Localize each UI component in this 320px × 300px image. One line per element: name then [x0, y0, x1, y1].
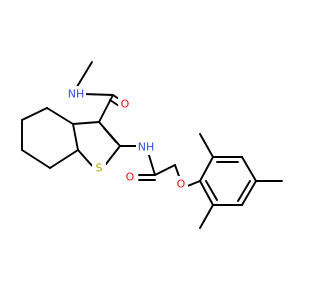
carbonyl-o-low-atom: O	[123, 169, 137, 185]
bond-ar-4-5	[241, 180, 257, 206]
carbonyl-o-low-label: O	[126, 171, 135, 184]
bond-c6-c7	[21, 149, 51, 169]
bond-ar-6-1-inner	[205, 180, 218, 201]
ether-o-atom: O	[174, 176, 188, 192]
bond-ar-6-1	[199, 180, 214, 206]
bond-c3a-c4	[46, 107, 74, 125]
amide-nh-top-atom: NH	[66, 86, 86, 102]
bond-c7-c7a	[49, 149, 79, 169]
bond-c7a-c3a	[72, 123, 79, 151]
bond-c3-c2-inner	[103, 127, 117, 143]
thiophene-s-atom: S	[92, 160, 106, 176]
bond-ar-1-2	[199, 156, 214, 182]
bond-c2-s	[105, 145, 121, 165]
carbonyl-o-top-atom: O	[118, 96, 132, 112]
bond-n-carbonyl	[82, 93, 114, 96]
bond-methyl-ortho-bottom	[199, 204, 214, 229]
bond-s-c7a	[77, 149, 95, 169]
bond-c-ch2	[154, 164, 176, 176]
atom-label-layer: NH O NH S O O	[66, 86, 188, 192]
ether-o-label: O	[177, 178, 186, 191]
bond-ar-3-4	[241, 156, 257, 182]
bond-c4-c5	[21, 107, 48, 121]
bond-layer	[21, 61, 283, 229]
bond-carbonyl-c3	[98, 94, 114, 123]
molecule-diagram: NH O NH S O O	[21, 61, 283, 229]
amide-nh-top-label: NH	[68, 88, 85, 101]
bond-c3a-c3	[72, 121, 100, 125]
bond-methyl-ortho-top	[199, 133, 214, 158]
amide-nh-mid-atom: NH	[136, 139, 156, 155]
bond-ar-4-5-inner	[237, 180, 251, 202]
amide-nh-mid-label: NH	[138, 141, 155, 154]
bond-nh-c	[147, 151, 156, 176]
carbonyl-o-top-label: O	[121, 98, 130, 111]
thiophene-s-label: S	[96, 162, 103, 175]
